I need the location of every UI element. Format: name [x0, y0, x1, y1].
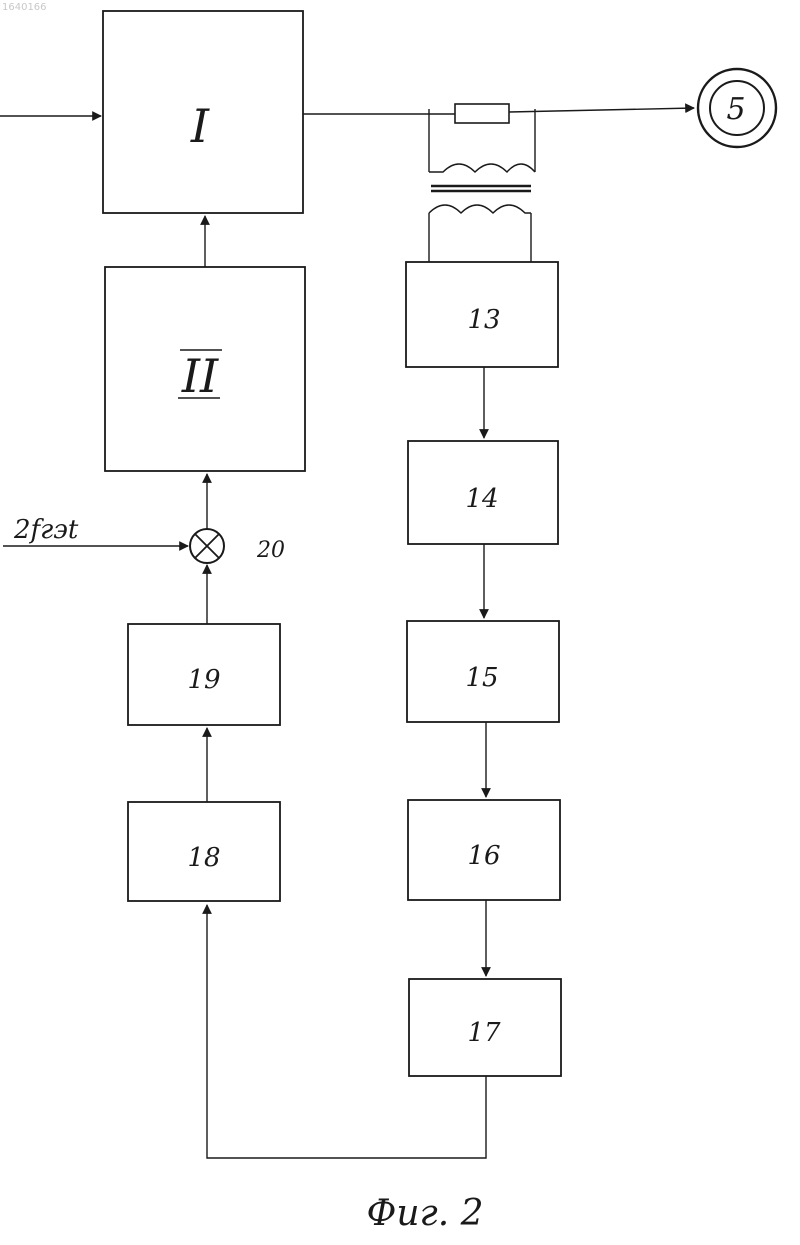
- input-label: 2fгэt: [13, 515, 79, 545]
- block-16-label: 16: [467, 841, 500, 871]
- block-15-label: 15: [465, 663, 498, 693]
- block-2-label: II: [181, 349, 219, 403]
- corner-id: 1640166: [2, 2, 47, 13]
- block-18-label: 18: [187, 843, 220, 873]
- secondary-winding: [429, 205, 531, 213]
- block-19-label: 19: [187, 665, 220, 695]
- primary-winding: [429, 164, 535, 172]
- block-13-label: 13: [467, 305, 500, 335]
- output-label: 5: [726, 92, 745, 127]
- block-17-label: 17: [467, 1018, 501, 1048]
- resistor: [455, 104, 509, 123]
- block-14-label: 14: [465, 484, 498, 514]
- arrow-to-output: [509, 108, 694, 112]
- figure-caption: Фиг. 2: [366, 1193, 483, 1234]
- mixer-label: 20: [256, 538, 285, 563]
- block-1-label: I: [190, 99, 210, 153]
